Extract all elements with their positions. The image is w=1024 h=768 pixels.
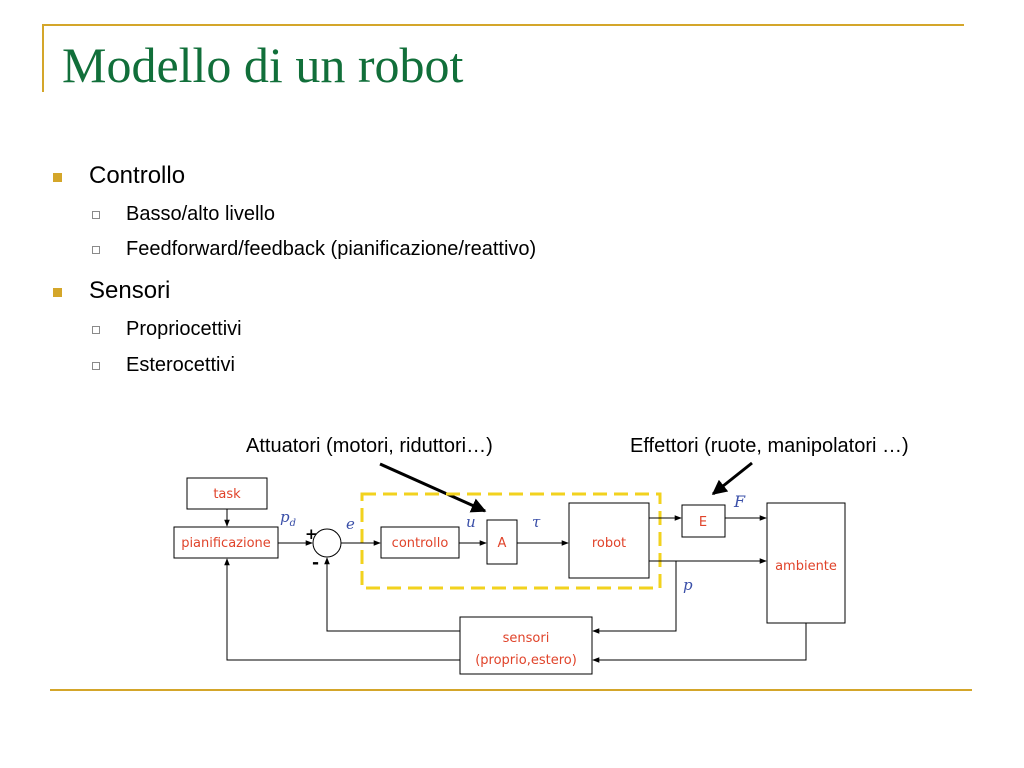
signal-tau: τ [532,513,541,531]
sub-bullet-square-icon [92,211,100,219]
robot-block [568,502,650,579]
bullet-square-icon [53,173,62,182]
environment-block [766,502,846,624]
sub-bullet-basso-alto: Basso/alto livello [126,203,275,225]
actuators-callout-arrow [379,462,487,513]
robot-label: robot [592,536,626,551]
signal-pd: pd [280,508,296,529]
top-frame-line [42,24,964,26]
callout-actuators: Attuatori (motori, riduttori…) [246,435,493,457]
task-label: task [213,487,241,502]
left-frame-line [42,24,44,92]
sub-bullet-square-icon [92,326,100,334]
bullet-controllo: Controllo [89,162,186,189]
bullet-sensori: Sensori [89,277,171,304]
control-block [380,526,460,559]
effector-block [681,504,726,538]
sub-bullet-square-icon [92,246,100,254]
actuator-label: A [498,536,507,551]
signal-u: u [466,513,476,531]
environment-label: ambiente [775,559,837,574]
bullet-square-icon [53,288,62,297]
sensors-label-line2: (proprio,estero) [475,653,577,668]
sub-bullet-square-icon [92,362,100,370]
actuation-dashed-box [360,492,662,590]
actuator-block [486,519,518,565]
bottom-frame-line [50,689,972,691]
control-label: controllo [392,536,449,551]
sensors-feedback-to-planning-arrow [224,558,460,661]
slide-title: Modello di un robot [62,37,464,93]
sub-bullet-feedforward: Feedforward/feedback (pianificazione/rea… [126,238,537,260]
effectors-callout-arrow [711,461,753,496]
plus-sign: + [305,525,318,543]
environment-to-sensors-arrow [592,623,807,663]
callout-effectors: Effettori (ruote, manipolatori …) [630,435,909,457]
sensors-block [459,616,593,675]
sub-bullet-esterocettivi: Esterocettivi [126,354,235,376]
minus-sign: - [312,553,319,573]
sensors-label-line1: sensori [503,631,550,646]
signal-F: F [733,492,746,511]
effector-label: E [699,515,707,530]
signal-e: e [346,515,355,533]
sub-bullet-propriocettivi: Propriocettivi [126,318,242,340]
robot-state-to-sensors-arrow [592,561,677,634]
signal-p: p [683,576,693,594]
planning-label: pianificazione [181,536,271,551]
sensors-feedback-to-junction-arrow [324,557,460,632]
